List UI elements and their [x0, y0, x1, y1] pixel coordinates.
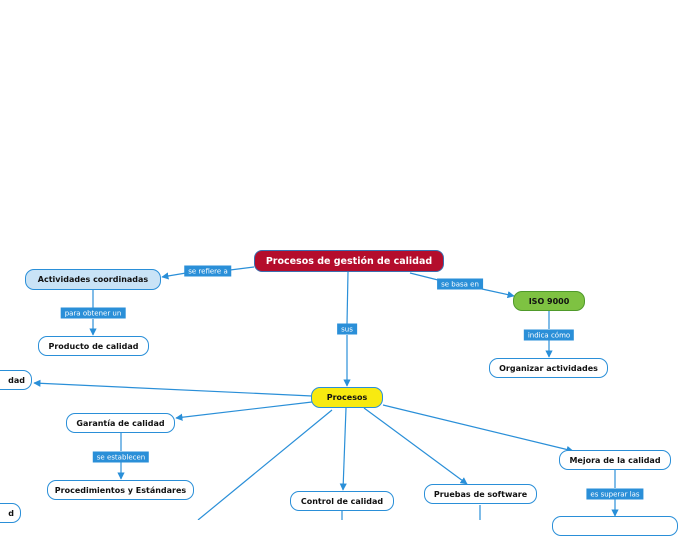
- node-control[interactable]: Control de calidad: [290, 491, 394, 511]
- node-left-cut[interactable]: dad: [0, 370, 32, 390]
- edge-procesos-mejora: [382, 404, 574, 453]
- link-se-basa-en: se basa en: [437, 278, 483, 290]
- node-pruebas[interactable]: Pruebas de software: [424, 484, 537, 504]
- edge-basa-iso: [481, 288, 515, 299]
- node-procedimientos[interactable]: Procedimientos y Estándares: [47, 480, 194, 500]
- edge-procesos-control: [339, 407, 347, 491]
- node-mejora[interactable]: Mejora de la calidad: [559, 450, 671, 470]
- connector-lines: [33, 266, 619, 520]
- link-se-establecen: se establecen: [92, 451, 150, 463]
- node-actividades[interactable]: Actividades coordinadas: [25, 269, 161, 290]
- edge-refiere-actividades: [161, 272, 187, 280]
- node-producto[interactable]: Producto de calidad: [38, 336, 149, 356]
- edge-procesos-offscreen: [197, 409, 333, 520]
- link-indica-como: indica cómo: [523, 329, 575, 341]
- link-se-refiere-a: se refiere a: [184, 265, 232, 277]
- edge-root-basa: [409, 272, 439, 281]
- edge-root-sus: [346, 271, 349, 325]
- edge-root-refiere: [229, 266, 255, 271]
- node-root[interactable]: Procesos de gestión de calidad: [254, 250, 444, 272]
- node-procesos[interactable]: Procesos: [311, 387, 383, 408]
- edge-procesos-garantia: [175, 401, 313, 421]
- node-offscreen-bottom[interactable]: [552, 516, 678, 536]
- link-sus: sus: [337, 323, 357, 335]
- node-iso[interactable]: ISO 9000: [513, 291, 585, 311]
- node-garantia[interactable]: Garantía de calidad: [66, 413, 175, 433]
- node-bottom-cut[interactable]: d: [0, 503, 21, 523]
- edge-procesos-leftcut: [33, 379, 313, 397]
- link-es-superar-las: es superar las: [586, 488, 644, 500]
- link-para-obtener-un: para obtener un: [60, 307, 126, 319]
- node-organizar[interactable]: Organizar actividades: [489, 358, 608, 378]
- edge-procesos-pruebas: [363, 407, 468, 485]
